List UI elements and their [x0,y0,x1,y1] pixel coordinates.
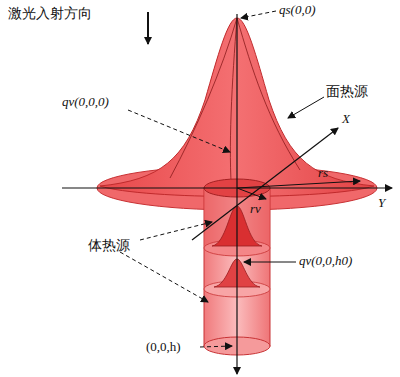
radius-label: rv [250,202,261,216]
depth-peak-label: qv(0,0,h0) [299,254,352,268]
radius-label: rs [318,166,328,180]
peak-label: qv(0,0,0) [62,95,109,109]
depth-label: (0,0,h) [146,340,181,354]
peak-label: qs(0,0) [279,3,315,17]
axis-label: X [342,112,350,126]
volume-source-label: 体热源 [88,238,130,253]
surface-source-label: 面热源 [326,84,368,99]
direction-label: 激光入射方向 [8,6,92,21]
axis-label: Y [378,196,385,210]
